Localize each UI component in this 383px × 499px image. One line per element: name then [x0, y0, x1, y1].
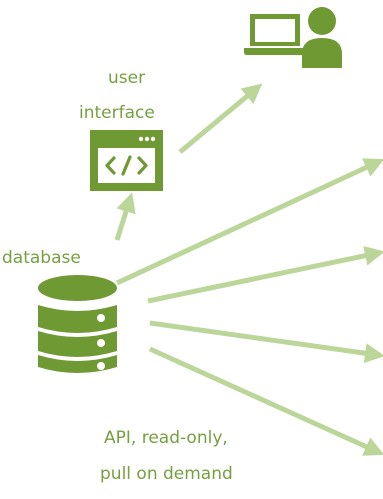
code-window-icon	[90, 130, 163, 191]
api-label-line1: API, read-only,	[104, 428, 228, 448]
arrow-db-out-1	[115, 158, 383, 286]
arrow-db-out-4	[148, 346, 383, 456]
arrow-db-out-3	[149, 320, 383, 364]
user-interface-label-line2: interface	[79, 103, 155, 123]
api-label-line2: pull on demand	[100, 464, 233, 484]
arrow-db-out-2	[147, 245, 383, 304]
database-stack-icon	[38, 275, 117, 373]
arrow-ui-to-user	[178, 83, 263, 154]
laptop-user-icon	[244, 7, 342, 68]
database-label: database	[2, 248, 81, 268]
user-interface-label-line1: user	[108, 68, 146, 88]
arrow-db-to-ui	[114, 192, 136, 241]
